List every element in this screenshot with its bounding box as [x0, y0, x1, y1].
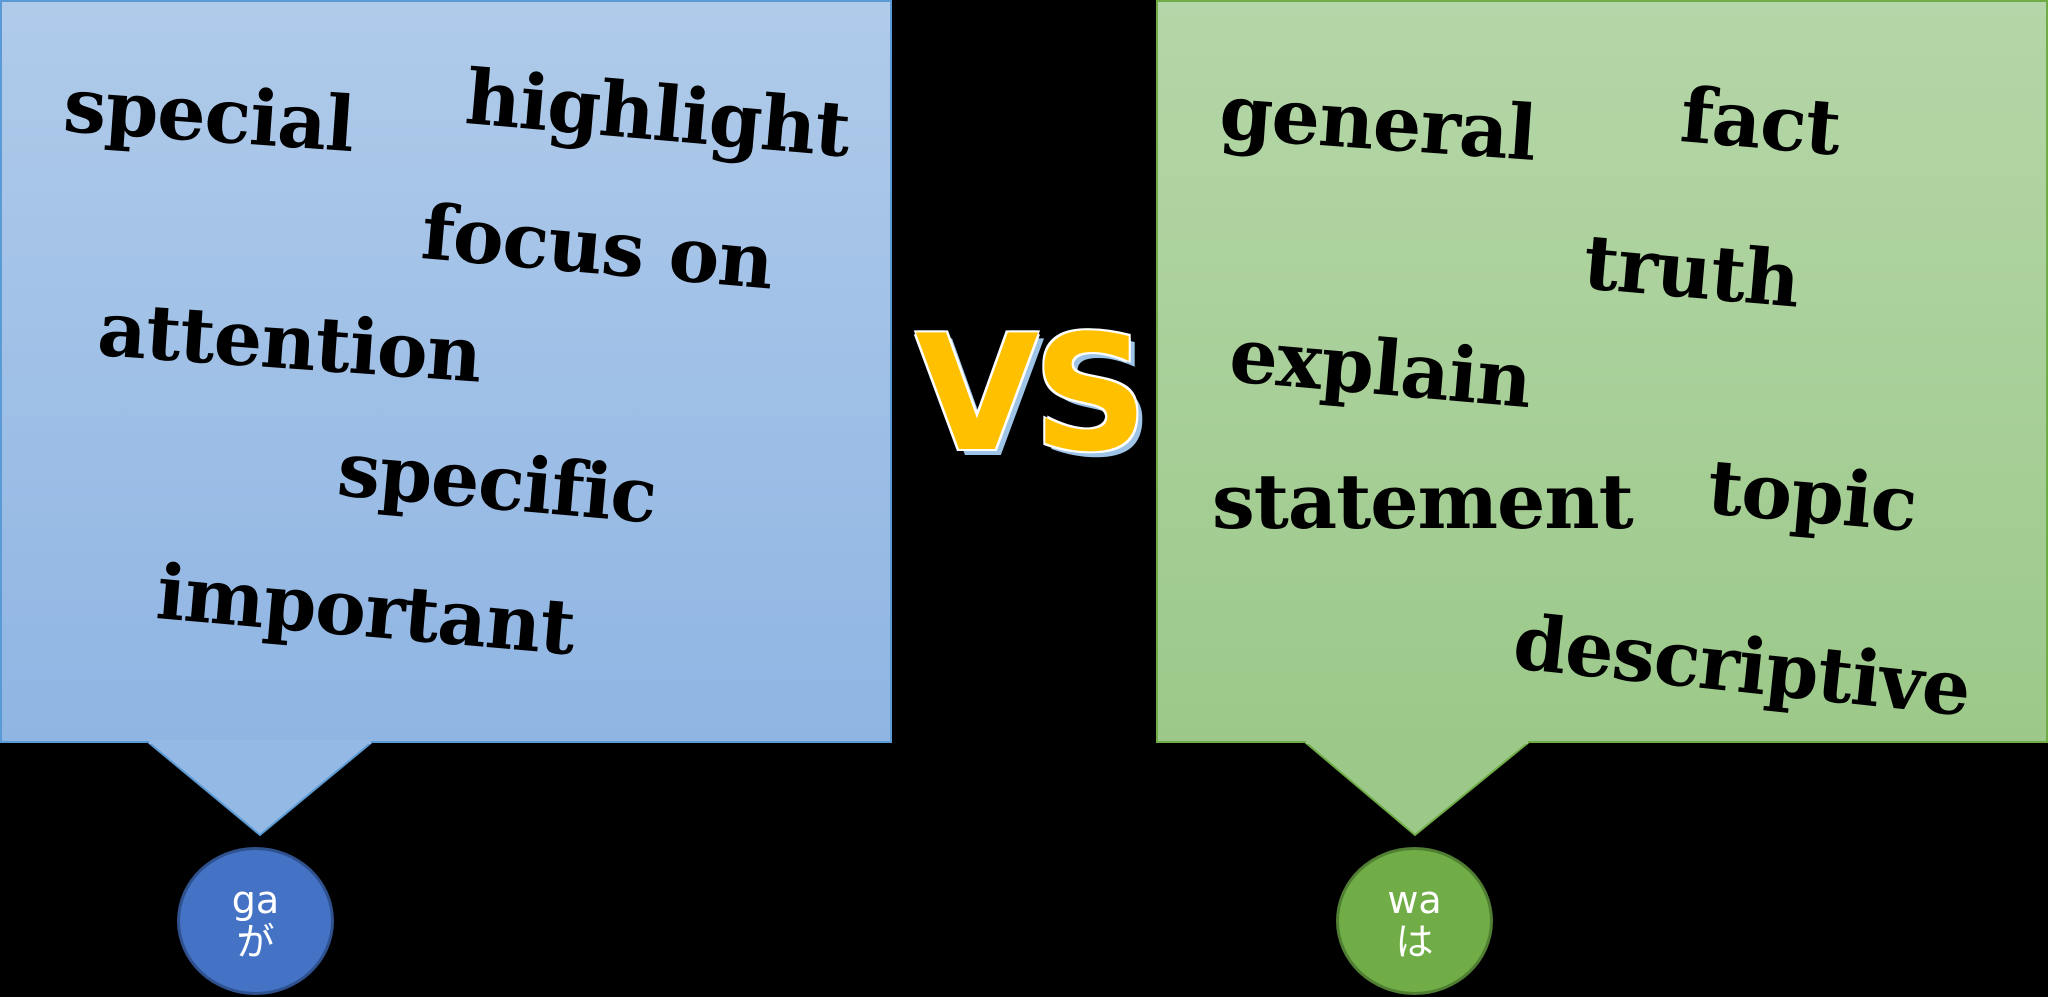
- ga-latin-label: ga: [231, 878, 280, 922]
- word-topic: topic: [1704, 442, 1921, 550]
- word-focus-on: focus on: [418, 187, 777, 307]
- word-fact: fact: [1677, 70, 1844, 173]
- word-special: special: [60, 60, 357, 170]
- word-attention: attention: [94, 284, 485, 400]
- word-important: important: [153, 547, 579, 673]
- ga-word-box: special highlight focus on attention spe…: [0, 0, 892, 743]
- wa-kana-label: は: [1395, 920, 1434, 964]
- word-specific: specific: [334, 424, 660, 541]
- wa-box-pointer: [1302, 740, 1532, 837]
- ga-box-pointer: [145, 740, 375, 837]
- word-explain: explain: [1226, 310, 1535, 426]
- word-statement: statement: [1212, 457, 1634, 546]
- wa-latin-label: wa: [1387, 878, 1442, 922]
- wa-word-box: general fact truth explain statement top…: [1156, 0, 2048, 743]
- word-truth: truth: [1580, 217, 1803, 325]
- wa-particle-badge: wa は: [1336, 847, 1493, 995]
- ga-particle-badge: ga が: [177, 847, 334, 995]
- word-highlight: highlight: [462, 52, 854, 175]
- ga-kana-label: が: [236, 920, 275, 964]
- word-general: general: [1216, 67, 1539, 178]
- word-descriptive: descriptive: [1509, 597, 1975, 734]
- vs-label: VS: [915, 300, 1148, 487]
